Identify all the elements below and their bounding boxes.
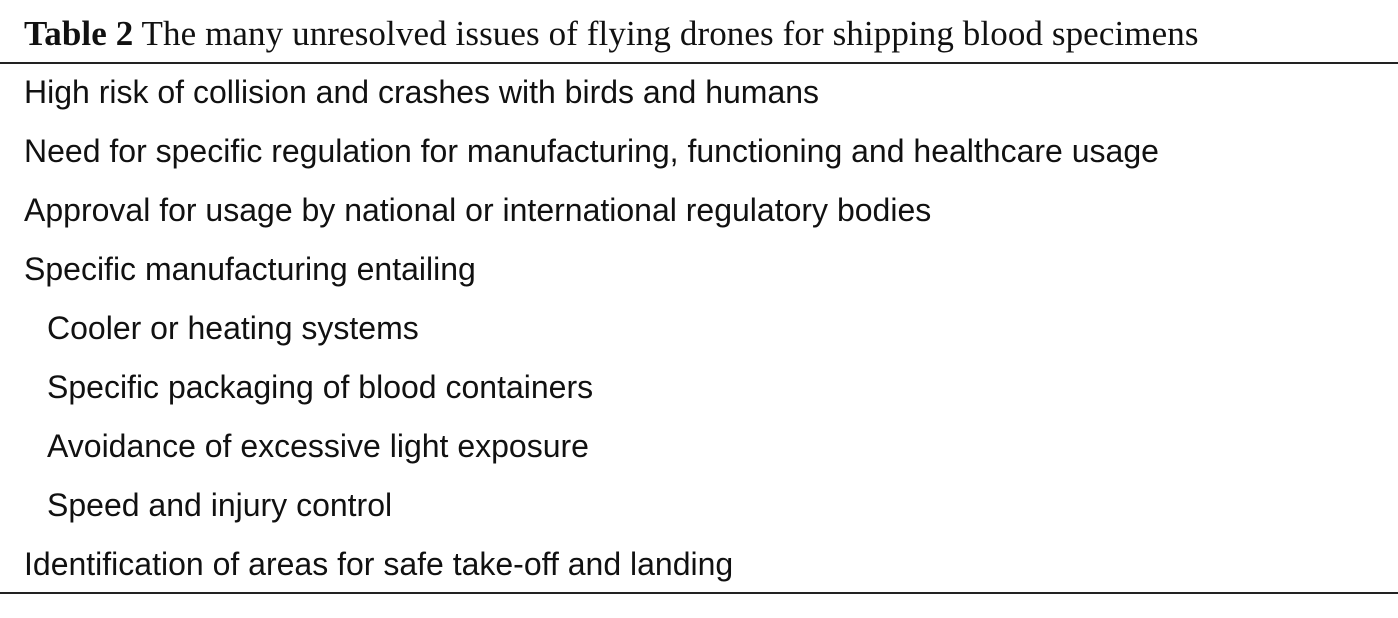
table-top-rule (0, 62, 1398, 64)
table-row: Specific manufacturing entailing (24, 251, 476, 287)
table-caption: Table 2 The many unresolved issues of fl… (24, 14, 1199, 54)
table-row-sub: Specific packaging of blood containers (47, 369, 594, 405)
table-row: Identification of areas for safe take-of… (24, 546, 734, 582)
table-row: Need for specific regulation for manufac… (24, 133, 1159, 169)
table-row-sub: Cooler or heating systems (47, 310, 419, 346)
table-body: High risk of collision and crashes with … (0, 64, 1398, 595)
table-caption-label: Table 2 (24, 14, 134, 53)
table-row: Approval for usage by national or intern… (24, 192, 932, 228)
table-caption-text: The many unresolved issues of flying dro… (141, 14, 1199, 53)
table-bottom-rule (0, 592, 1398, 594)
table-row: High risk of collision and crashes with … (24, 74, 820, 110)
table-row-sub: Avoidance of excessive light exposure (47, 428, 589, 464)
table-row-sub: Speed and injury control (47, 487, 393, 523)
